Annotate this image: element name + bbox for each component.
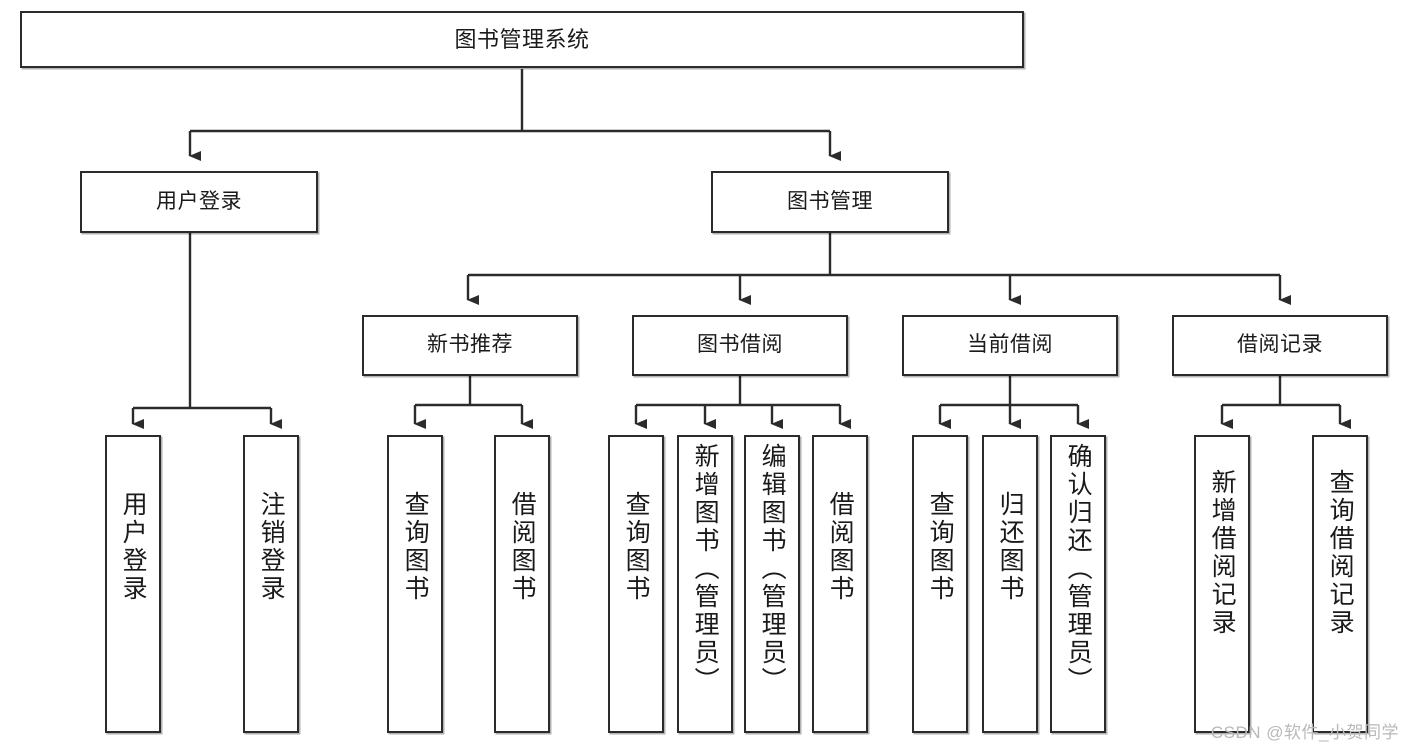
leaf-label: 查询图书: [401, 491, 430, 603]
leaf-add-borrow-record[interactable]: 新增借阅记录: [1194, 435, 1250, 733]
node-borrow-record[interactable]: 借阅记录: [1172, 315, 1388, 376]
node-current-borrow[interactable]: 当前借阅: [902, 315, 1118, 376]
leaf-label: 借阅图书: [508, 491, 537, 603]
node-user-login[interactable]: 用户登录: [80, 171, 318, 233]
node-label: 用户登录: [156, 189, 242, 213]
leaf-add-book-admin[interactable]: 新增图书（管理员）: [677, 435, 733, 733]
watermark-text: CSDN @软件_小贺同学: [1210, 723, 1399, 742]
node-book-management[interactable]: 图书管理: [711, 171, 949, 233]
leaf-label: 查询图书: [926, 491, 955, 603]
node-new-book-recommend[interactable]: 新书推荐: [362, 315, 578, 376]
leaf-label: 用户登录: [119, 491, 148, 603]
leaf-query-book-borrow[interactable]: 查询图书: [608, 435, 664, 733]
leaf-label: 注销登录: [257, 491, 286, 603]
leaf-label: 查询图书: [622, 491, 651, 603]
leaf-label: 借阅图书: [826, 491, 855, 603]
leaf-confirm-return-admin[interactable]: 确认归还（管理员）: [1050, 435, 1106, 733]
leaf-label: 新增借阅记录: [1208, 469, 1237, 637]
node-label: 图书管理系统: [454, 26, 590, 52]
leaf-user-login[interactable]: 用户登录: [105, 435, 161, 733]
leaf-borrow-book-recommend[interactable]: 借阅图书: [494, 435, 550, 733]
leaf-return-book[interactable]: 归还图书: [982, 435, 1038, 733]
leaf-label: 确认归还（管理员）: [1064, 443, 1093, 695]
node-book-borrow[interactable]: 图书借阅: [632, 315, 848, 376]
node-root-book-management-system[interactable]: 图书管理系统: [20, 11, 1024, 68]
leaf-edit-book-admin[interactable]: 编辑图书（管理员）: [744, 435, 800, 733]
leaf-label: 编辑图书（管理员）: [758, 443, 787, 695]
node-label: 图书借阅: [697, 333, 783, 357]
node-label: 图书管理: [787, 189, 873, 213]
leaf-query-book-recommend[interactable]: 查询图书: [387, 435, 443, 733]
leaf-query-book-current[interactable]: 查询图书: [912, 435, 968, 733]
node-label: 借阅记录: [1237, 333, 1323, 357]
leaf-borrow-book[interactable]: 借阅图书: [812, 435, 868, 733]
leaf-label: 查询借阅记录: [1326, 469, 1355, 637]
leaf-label: 归还图书: [996, 491, 1025, 603]
node-label: 新书推荐: [427, 333, 513, 357]
node-label: 当前借阅: [967, 333, 1053, 357]
leaf-query-borrow-record[interactable]: 查询借阅记录: [1312, 435, 1368, 733]
leaf-logout[interactable]: 注销登录: [243, 435, 299, 733]
leaf-label: 新增图书（管理员）: [691, 443, 720, 695]
